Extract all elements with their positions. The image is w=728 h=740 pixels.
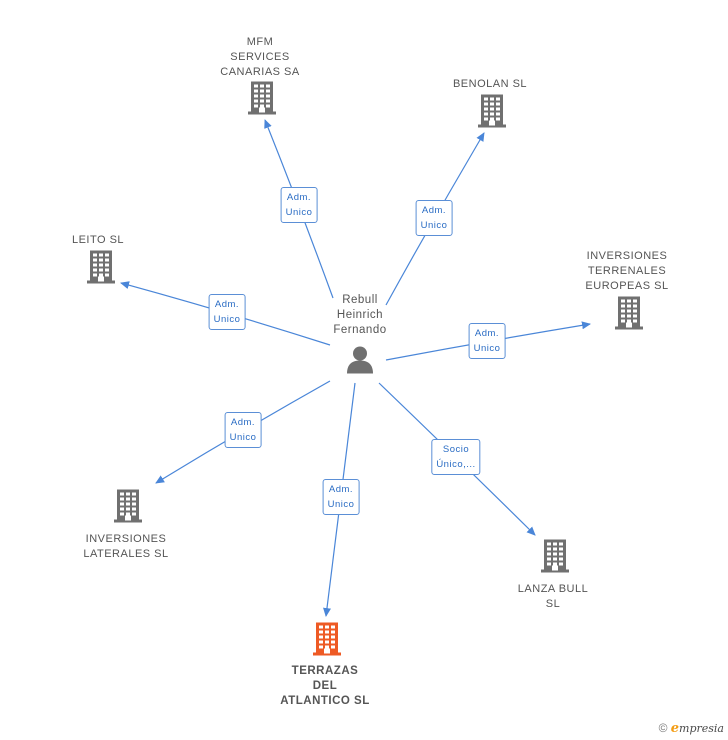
company-node-terrazas[interactable]: TERRAZAS DEL ATLANTICO SL xyxy=(280,664,369,709)
company-name-line: SERVICES xyxy=(230,51,290,63)
brand-logo: empresia xyxy=(670,721,724,736)
company-name: BENOLAN SL xyxy=(453,77,527,92)
company-name-line: LANZA BULL xyxy=(517,583,589,595)
company-name: LEITO SL xyxy=(72,233,124,248)
relation-label-line: Unico xyxy=(473,343,501,354)
relation-label-mfm[interactable]: Adm. Unico xyxy=(280,187,318,223)
company-name-line: BENOLAN SL xyxy=(452,78,528,90)
company-name: INVERSIONES TERRENALES EUROPEAS SL xyxy=(585,249,668,294)
company-name: TERRAZAS DEL ATLANTICO SL xyxy=(280,664,369,709)
company-name-line: DEL xyxy=(312,680,338,692)
relation-label-line: Unico xyxy=(213,314,241,325)
relation-label-terrazas[interactable]: Adm. Unico xyxy=(322,479,360,515)
company-name-line: INVERSIONES xyxy=(586,250,668,262)
company-node-benolan[interactable]: BENOLAN SL xyxy=(453,77,527,92)
company-node-mfm[interactable]: MFM SERVICES CANARIAS SA xyxy=(220,35,299,80)
copyright-symbol: © xyxy=(658,721,668,735)
relation-label-line: Adm. xyxy=(214,299,240,310)
empresia-watermark: © empresia xyxy=(659,721,724,736)
company-name-line: MFM xyxy=(246,36,274,48)
relation-label-line: Único,... xyxy=(436,459,476,470)
relation-label-line: Unico xyxy=(420,220,448,231)
building-icon[interactable] xyxy=(477,94,507,133)
company-node-leito[interactable]: LEITO SL xyxy=(72,233,124,248)
company-node-lanza-bull[interactable]: LANZA BULL SL xyxy=(518,582,588,612)
relation-label-leito[interactable]: Adm. Unico xyxy=(208,294,246,330)
company-name-line: TERRENALES xyxy=(587,265,667,277)
person-name-line: Fernando xyxy=(333,324,387,336)
person-name-line: Rebull xyxy=(342,294,378,306)
person-name-line: Heinrich xyxy=(336,309,384,321)
company-name-line: LEITO SL xyxy=(71,234,125,246)
company-name-line: ATLANTICO SL xyxy=(280,695,370,707)
building-icon[interactable] xyxy=(86,250,116,289)
building-icon[interactable] xyxy=(614,296,644,335)
building-icon[interactable] xyxy=(113,489,143,528)
company-node-inversiones-terrenales[interactable]: INVERSIONES TERRENALES EUROPEAS SL xyxy=(585,249,668,294)
building-icon[interactable] xyxy=(247,81,277,120)
company-name-line: INVERSIONES xyxy=(85,533,167,545)
relation-label-line: Adm. xyxy=(286,192,312,203)
relation-label-benolan[interactable]: Adm. Unico xyxy=(415,200,453,236)
relation-label-line: Unico xyxy=(285,207,313,218)
company-name-line: TERRAZAS xyxy=(291,665,359,677)
company-name: MFM SERVICES CANARIAS SA xyxy=(220,35,299,80)
relation-label-line: Adm. xyxy=(230,417,256,428)
relation-label-line: Socio xyxy=(442,444,470,455)
relation-label-line: Unico xyxy=(229,432,257,443)
company-name-line: SL xyxy=(545,598,561,610)
relation-label-inversiones-terrenales[interactable]: Adm. Unico xyxy=(468,323,506,359)
person-icon[interactable] xyxy=(345,345,375,380)
company-name-line: LATERALES SL xyxy=(83,548,169,560)
relation-label-line: Adm. xyxy=(328,484,354,495)
relation-label-line: Adm. xyxy=(421,205,447,216)
company-name: LANZA BULL SL xyxy=(518,582,588,612)
company-name: INVERSIONES LATERALES SL xyxy=(83,532,168,562)
relation-label-inversiones-laterales[interactable]: Adm. Unico xyxy=(224,412,262,448)
building-icon[interactable] xyxy=(312,622,342,661)
company-name-line: CANARIAS SA xyxy=(220,66,300,78)
company-name-line: EUROPEAS SL xyxy=(585,280,669,292)
relation-label-line: Adm. xyxy=(474,328,500,339)
building-icon[interactable] xyxy=(540,539,570,578)
company-node-inversiones-laterales[interactable]: INVERSIONES LATERALES SL xyxy=(83,532,168,562)
relation-label-line: Unico xyxy=(327,499,355,510)
